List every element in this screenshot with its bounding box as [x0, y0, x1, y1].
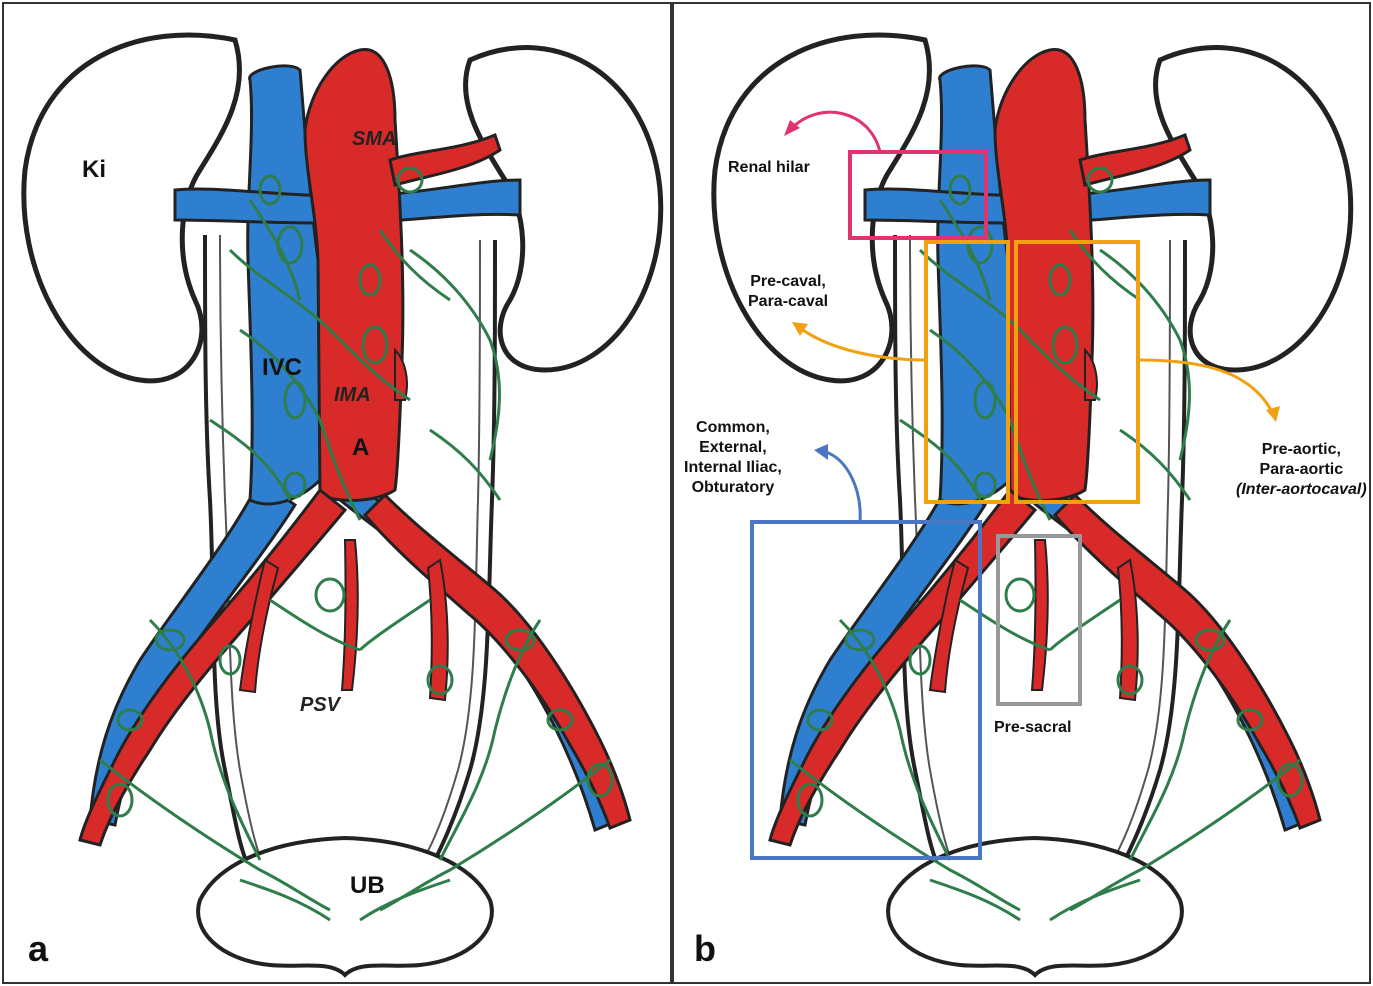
annotation-presacral: Pre-sacral [994, 718, 1071, 738]
panel-b-letter: b [694, 928, 716, 970]
annotation-caval: Pre-caval, Para-caval [748, 272, 828, 312]
label-ima: IMA [334, 384, 371, 407]
iliac-arrowhead [814, 444, 828, 460]
annotation-aortic-line3: (Inter-aortocaval) [1236, 480, 1367, 500]
annotation-iliac-line1: Common, [696, 419, 770, 436]
label-psv: PSV [300, 694, 340, 717]
label-sma: SMA [352, 128, 396, 151]
label-bladder: UB [350, 872, 385, 900]
annotation-aortic: Pre-aortic, Para-aortic (Inter-aortocava… [1236, 440, 1367, 500]
annotation-caval-line1: Pre-caval, [750, 273, 826, 290]
aortic-arrowhead [1266, 406, 1280, 422]
annotation-aortic-line1: Pre-aortic, [1262, 441, 1341, 458]
label-aorta: A [352, 434, 369, 462]
label-kidney: Ki [82, 156, 106, 184]
label-ivc: IVC [262, 354, 302, 382]
annotation-iliac-line4: Obturatory [692, 479, 775, 496]
annotation-renal-hilar: Renal hilar [728, 158, 810, 178]
annotation-caval-line2: Para-caval [748, 293, 828, 310]
annotation-iliac-line3: Internal Iliac, [684, 459, 782, 476]
panel-a-letter: a [28, 928, 48, 970]
annotation-iliac: Common, External, Internal Iliac, Obtura… [684, 418, 782, 498]
panel-a-anatomy [24, 35, 661, 975]
annotation-iliac-line2: External, [699, 439, 767, 456]
annotation-aortic-line2: Para-aortic [1260, 461, 1344, 478]
iliac-arrow [826, 452, 860, 522]
